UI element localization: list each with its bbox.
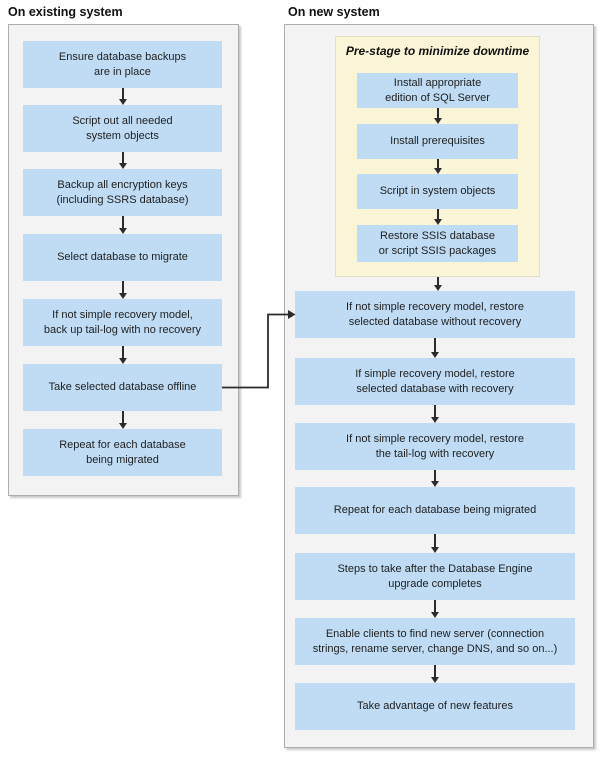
step-select-database: Select database to migrate — [23, 234, 222, 281]
arrow-down-icon — [430, 470, 439, 487]
arrow-down-icon — [118, 281, 127, 299]
arrow-down-icon — [433, 108, 442, 124]
step-post-upgrade-steps: Steps to take after the Database Engine … — [295, 553, 575, 600]
arrow-down-icon — [118, 216, 127, 234]
arrow-down-icon — [118, 88, 127, 105]
step-restore-without-recovery: If not simple recovery model, restore se… — [295, 291, 575, 338]
left-column-title: On existing system — [8, 5, 123, 19]
arrow-down-icon — [430, 665, 439, 683]
right-column-title: On new system — [288, 5, 380, 19]
step-backup-tail-log: If not simple recovery model, back up ta… — [23, 299, 222, 346]
arrow-down-icon — [430, 600, 439, 618]
step-install-prerequisites: Install prerequisites — [357, 124, 518, 159]
step-repeat-each-database: Repeat for each database being migrated — [23, 429, 222, 476]
step-ensure-database-backups: Ensure database backups are in place — [23, 41, 222, 88]
step-install-sql-server: Install appropriate edition of SQL Serve… — [357, 73, 518, 108]
arrow-down-icon — [118, 346, 127, 364]
step-take-advantage-new-features: Take advantage of new features — [295, 683, 575, 730]
step-script-out-system-objects: Script out all needed system objects — [23, 105, 222, 152]
arrow-down-icon — [430, 405, 439, 423]
prestage-title: Pre-stage to minimize downtime — [345, 44, 530, 58]
arrow-down-icon — [430, 338, 439, 358]
step-script-in-system-objects: Script in system objects — [357, 174, 518, 209]
step-repeat-each-database-new: Repeat for each database being migrated — [295, 487, 575, 534]
arrow-down-icon — [433, 159, 442, 174]
arrow-down-icon — [433, 209, 442, 225]
arrow-down-icon — [118, 152, 127, 169]
arrow-down-icon — [118, 411, 127, 429]
arrow-down-icon — [433, 277, 442, 291]
step-restore-with-recovery: If simple recovery model, restore select… — [295, 358, 575, 405]
step-restore-ssis: Restore SSIS database or script SSIS pac… — [357, 225, 518, 262]
arrow-down-icon — [430, 534, 439, 553]
step-restore-tail-log: If not simple recovery model, restore th… — [295, 423, 575, 470]
step-take-database-offline: Take selected database offline — [23, 364, 222, 411]
step-enable-clients-find-server: Enable clients to find new server (conne… — [295, 618, 575, 665]
step-backup-encryption-keys: Backup all encryption keys (including SS… — [23, 169, 222, 216]
